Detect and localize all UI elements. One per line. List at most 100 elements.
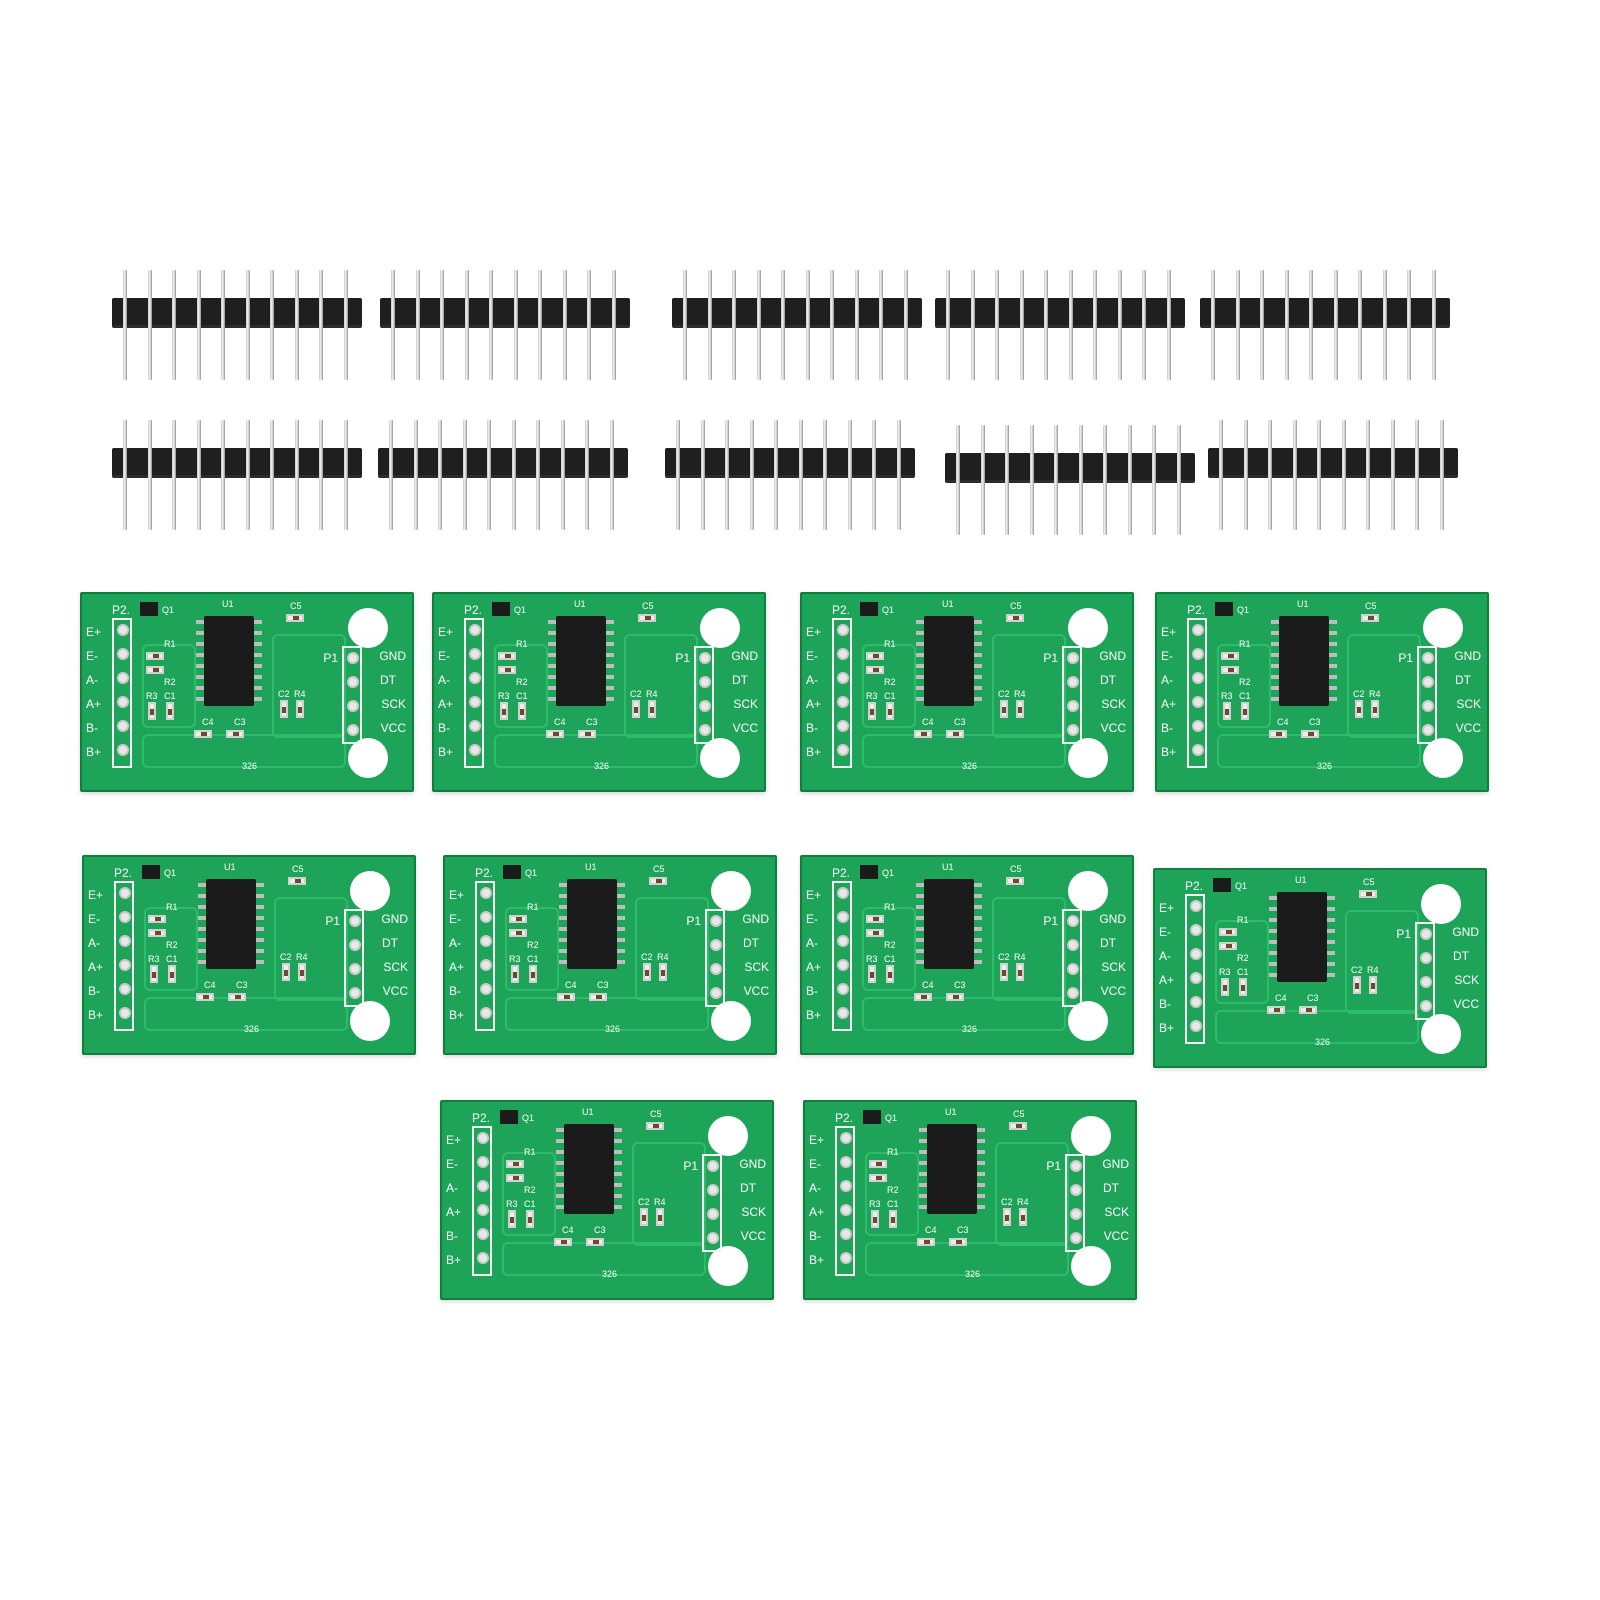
component-label: C5 <box>1365 601 1377 611</box>
solder-pad <box>477 1228 489 1240</box>
component-label: C3 <box>236 980 248 990</box>
chip-label: U1 <box>1297 599 1309 609</box>
pin-label: A+ <box>806 697 822 711</box>
component-label: R2 <box>164 677 176 687</box>
component-label: C5 <box>653 864 665 874</box>
pin-label: DT <box>1100 936 1116 950</box>
pin-label: VCC <box>743 984 769 998</box>
pin-label: E+ <box>88 888 104 902</box>
smd-capacitor <box>1003 1208 1011 1226</box>
pin-label: B- <box>438 721 450 735</box>
smd-capacitor <box>638 614 656 622</box>
p2-header-outline <box>475 881 495 1031</box>
pin-label: B+ <box>86 745 102 759</box>
pcb-trace <box>624 634 698 738</box>
pcb-trace <box>1215 1010 1419 1044</box>
solder-pad <box>1420 928 1432 940</box>
pin-label: B- <box>806 721 818 735</box>
header-pin <box>560 420 565 530</box>
smd-capacitor <box>586 1238 604 1246</box>
pin-label: E- <box>438 649 450 663</box>
component-label: R1 <box>1237 915 1249 925</box>
pin-label: E- <box>449 912 461 926</box>
mounting-hole <box>711 1001 751 1041</box>
smd-resistor <box>500 702 508 720</box>
component-label: R1 <box>884 902 896 912</box>
header-pin <box>1078 425 1083 535</box>
smd-capacitor <box>646 1122 664 1130</box>
smd-resistor <box>1019 1208 1027 1226</box>
header-pin <box>147 270 152 380</box>
p1-header-outline <box>342 646 362 744</box>
pin-label: GND <box>731 649 758 663</box>
smd-resistor <box>148 702 156 720</box>
component-label: R3 <box>866 691 878 701</box>
smd-capacitor <box>518 702 526 720</box>
component-label: C4 <box>1277 717 1289 727</box>
chip-label: U1 <box>582 1107 594 1117</box>
hx711-chip <box>919 1124 985 1214</box>
header-pin <box>1152 425 1156 535</box>
board-code: 326 <box>242 761 258 771</box>
transistor-q1 <box>140 602 158 616</box>
smd-capacitor <box>643 963 651 981</box>
header-pin <box>805 270 810 380</box>
pin-label: B+ <box>88 1008 104 1022</box>
component-label: C4 <box>565 980 577 990</box>
solder-pad <box>1067 963 1079 975</box>
pin-label: GND <box>1454 649 1481 663</box>
p2-header-label: P2. <box>832 866 851 880</box>
pin-label: A- <box>809 1181 821 1195</box>
pin-label: B+ <box>1161 745 1177 759</box>
component-label: R1 <box>1239 639 1251 649</box>
solder-pad <box>1190 972 1202 984</box>
solder-pad <box>1190 900 1202 912</box>
pin-label: A- <box>806 673 818 687</box>
component-label: C1 <box>884 954 896 964</box>
header-pin <box>172 420 176 530</box>
component-label: R4 <box>646 689 658 699</box>
pin-label: E- <box>86 649 98 663</box>
smd-resistor <box>498 652 516 660</box>
smd-capacitor <box>529 965 537 983</box>
transistor-q1 <box>503 865 521 879</box>
pin-label: SCK <box>383 960 408 974</box>
header-pin <box>1068 270 1073 380</box>
p1-header-outline <box>694 646 714 744</box>
header-pin <box>1415 420 1419 530</box>
smd-resistor <box>866 915 884 923</box>
header-pin <box>489 270 493 380</box>
pin-label: B- <box>809 1229 821 1243</box>
solder-pad <box>710 987 722 999</box>
smd-capacitor <box>526 1210 534 1228</box>
header-pin <box>1333 270 1338 380</box>
solder-pad <box>699 700 711 712</box>
pin-label: VCC <box>1103 1229 1129 1243</box>
p1-header-label: P1 <box>686 914 701 928</box>
component-label: R1 <box>164 639 176 649</box>
solder-pad <box>469 696 481 708</box>
component-label: C1 <box>887 1199 899 1209</box>
pin-label: E- <box>809 1157 821 1171</box>
solder-pad <box>477 1156 489 1168</box>
header-pin <box>847 420 852 530</box>
header-pin <box>609 420 614 530</box>
solder-pad <box>119 959 131 971</box>
pcb-trace <box>865 1152 919 1236</box>
solder-pad <box>1192 672 1204 684</box>
pin-label: SCK <box>744 960 769 974</box>
pcb-trace <box>144 997 348 1031</box>
pin-label: DT <box>1453 949 1469 963</box>
pin-label: B+ <box>449 1008 465 1022</box>
smd-resistor <box>498 666 516 674</box>
p1-header-label: P1 <box>1396 927 1411 941</box>
header-pin <box>872 420 876 530</box>
component-label: C3 <box>954 980 966 990</box>
smd-capacitor <box>228 993 246 1001</box>
header-pin <box>536 420 540 530</box>
solder-pad <box>1422 700 1434 712</box>
hx711-board: P2. E+ E- A- A+ B- B+ Q1 U1 R1 R2 R3 C1 … <box>1155 592 1489 792</box>
mounting-hole <box>350 1001 390 1041</box>
pin-label: B+ <box>806 745 822 759</box>
transistor-q1 <box>142 865 160 879</box>
